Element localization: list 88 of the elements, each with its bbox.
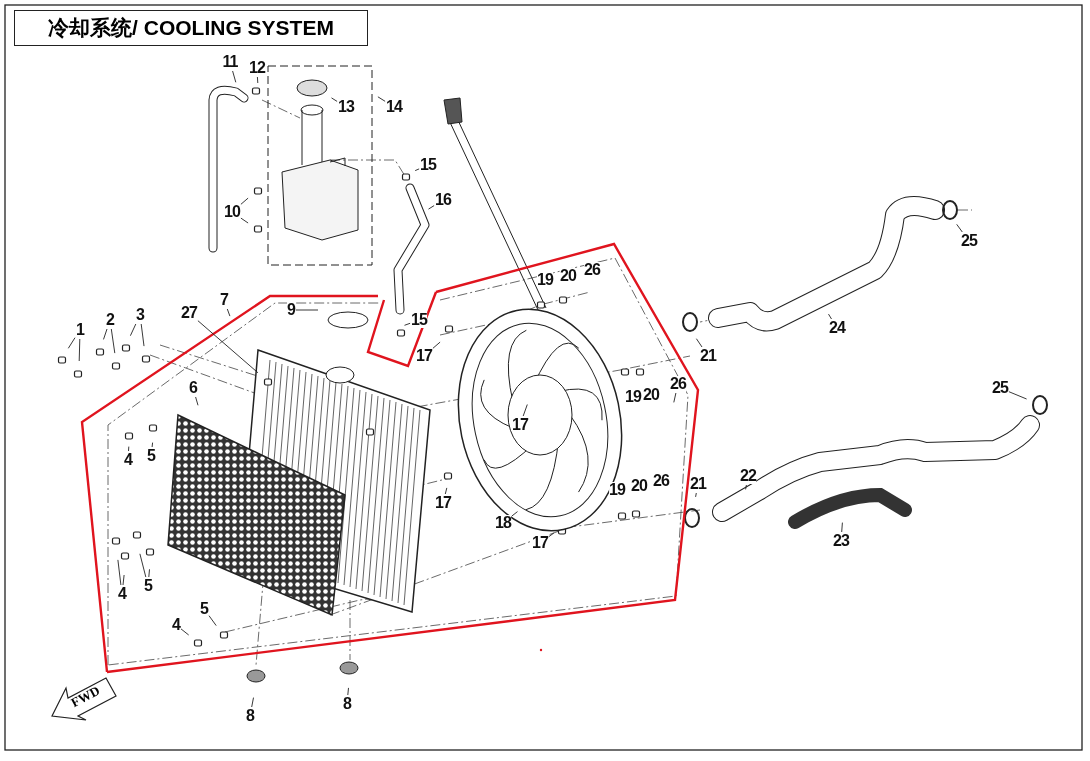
callout-number: 17	[512, 417, 528, 433]
callout-number: 26	[670, 376, 686, 392]
leader-line	[347, 687, 349, 696]
callout-number: 15	[411, 312, 427, 328]
leader-line	[414, 168, 420, 172]
callout-number: 22	[740, 468, 756, 484]
leader-line	[404, 322, 411, 326]
leader-line	[195, 396, 199, 406]
callout-number: 14	[386, 99, 402, 115]
leader-line	[140, 323, 145, 347]
callout-number: 16	[435, 192, 451, 208]
callout-number: 19	[609, 482, 625, 498]
callout-number: 20	[560, 268, 576, 284]
callout-number: 8	[246, 708, 254, 724]
leader-line	[197, 320, 259, 374]
leader-line	[432, 341, 441, 349]
leader-line	[148, 568, 150, 578]
callout-number: 5	[144, 578, 152, 594]
callout-number: 13	[338, 99, 354, 115]
callout-number: 25	[961, 233, 977, 249]
callout-number: 24	[829, 320, 845, 336]
callout-number: 5	[147, 448, 155, 464]
callout-number: 1	[76, 322, 84, 338]
callout-number: 26	[653, 473, 669, 489]
callout-number: 15	[420, 157, 436, 173]
leader-line	[444, 487, 448, 495]
leader-line	[128, 446, 130, 452]
leader-line	[745, 484, 747, 490]
callout-number: 25	[992, 380, 1008, 396]
callout-number: 4	[172, 617, 180, 633]
leader-line	[548, 532, 555, 538]
callout-number: 23	[833, 533, 849, 549]
leader-line	[522, 404, 528, 417]
leader-line	[139, 553, 147, 578]
title-box: 冷却系统/ COOLING SYSTEM	[14, 10, 368, 46]
callout-number: 18	[495, 515, 511, 531]
leader-line	[78, 338, 81, 362]
leader-line	[226, 308, 231, 317]
callout-number: 20	[643, 387, 659, 403]
leader-line	[841, 522, 843, 533]
leader-line	[151, 442, 154, 448]
leader-line	[956, 223, 963, 233]
callout-number: 3	[136, 307, 144, 323]
leader-line	[377, 96, 386, 102]
leader-line	[110, 328, 116, 354]
callout-number: 20	[631, 478, 647, 494]
callout-number: 4	[118, 586, 126, 602]
callout-number: 26	[584, 262, 600, 278]
leader-line	[695, 338, 703, 348]
callout-number: 17	[435, 495, 451, 511]
leader-line	[129, 323, 137, 337]
direction-label: FWD	[68, 683, 102, 710]
leader-line	[251, 697, 254, 708]
callout-number: 11	[222, 54, 238, 70]
leader-line	[295, 309, 319, 311]
callout-number: 5	[200, 601, 208, 617]
leader-line	[208, 615, 217, 627]
callout-number: 10	[224, 204, 240, 220]
leader-line	[256, 76, 259, 84]
callout-number: 19	[625, 389, 641, 405]
callout-number: 27	[181, 305, 197, 321]
leader-line	[240, 217, 249, 224]
leader-line	[122, 574, 125, 586]
callout-number: 8	[343, 696, 351, 712]
leader-line	[1008, 391, 1028, 400]
callout-number: 9	[287, 302, 295, 318]
leader-line	[180, 628, 190, 636]
callout-number: 6	[189, 380, 197, 396]
callout-number: 21	[700, 348, 716, 364]
callout-number: 2	[106, 312, 114, 328]
leader-line	[828, 313, 832, 320]
callout-number: 17	[416, 348, 432, 364]
callout-number: 21	[690, 476, 706, 492]
callout-number: 19	[537, 272, 553, 288]
leader-line	[103, 328, 108, 340]
leader-line	[428, 205, 435, 210]
callout-number: 7	[220, 292, 228, 308]
leader-line	[695, 492, 697, 498]
callout-number: 17	[532, 535, 548, 551]
leader-line	[67, 337, 76, 349]
leader-line	[331, 97, 338, 102]
leader-line	[117, 559, 122, 586]
leader-line	[511, 511, 518, 517]
leader-line	[232, 70, 237, 83]
callout-number: 12	[249, 60, 265, 76]
leader-line	[240, 197, 249, 205]
callout-number: 4	[124, 452, 132, 468]
leader-line	[673, 392, 677, 403]
